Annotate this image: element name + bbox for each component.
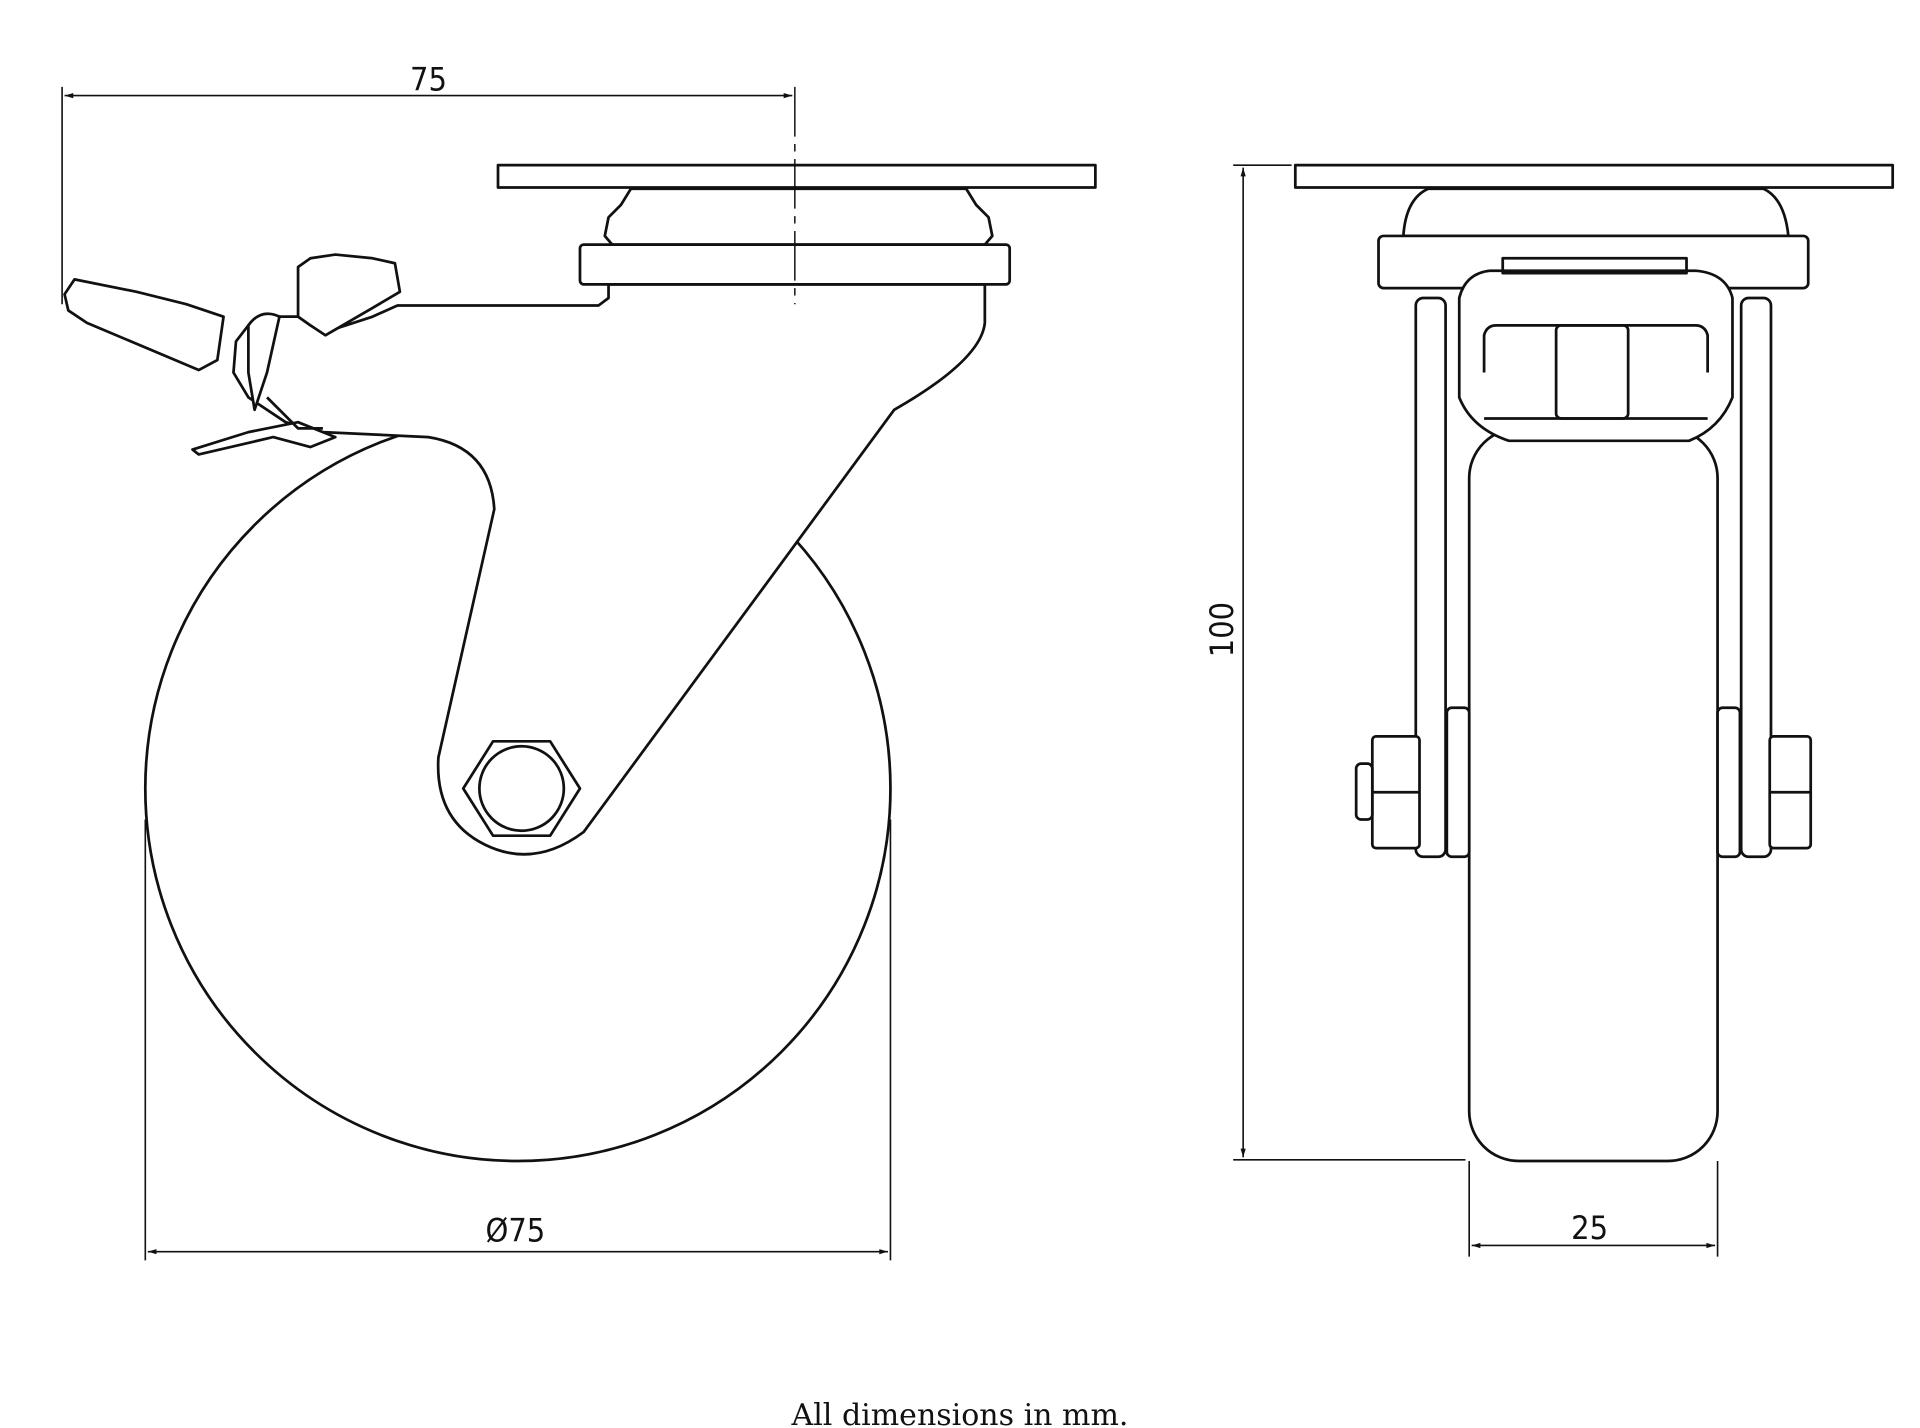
axle	[478, 744, 566, 833]
top-plate-front	[1293, 163, 1895, 189]
brake-pedal-ridges	[296, 253, 402, 337]
dim-plate-offset: 75	[410, 61, 447, 99]
dim-overall-height: 100	[1203, 602, 1241, 657]
axle-hex-nut	[461, 739, 582, 838]
fork-side	[232, 282, 987, 856]
hub-left	[1445, 706, 1471, 859]
side-view	[63, 86, 1097, 1163]
wheel-front	[1467, 427, 1719, 1163]
dimension-lines	[61, 86, 1719, 1261]
hub-right	[1716, 706, 1742, 859]
brake-block	[1457, 269, 1734, 443]
units-caption: All dimensions in mm.	[791, 1398, 1129, 1428]
top-plate-side	[496, 163, 1097, 189]
fork-leg-right	[1739, 296, 1773, 859]
dim-wheel-diameter: Ø75	[486, 1212, 546, 1250]
brake-spring	[191, 420, 337, 456]
dim-wheel-width: 25	[1571, 1209, 1608, 1247]
brake-lever	[63, 278, 225, 372]
front-view	[1293, 163, 1895, 1163]
fork-leg-left	[1414, 296, 1447, 859]
swivel-housing	[603, 187, 994, 246]
